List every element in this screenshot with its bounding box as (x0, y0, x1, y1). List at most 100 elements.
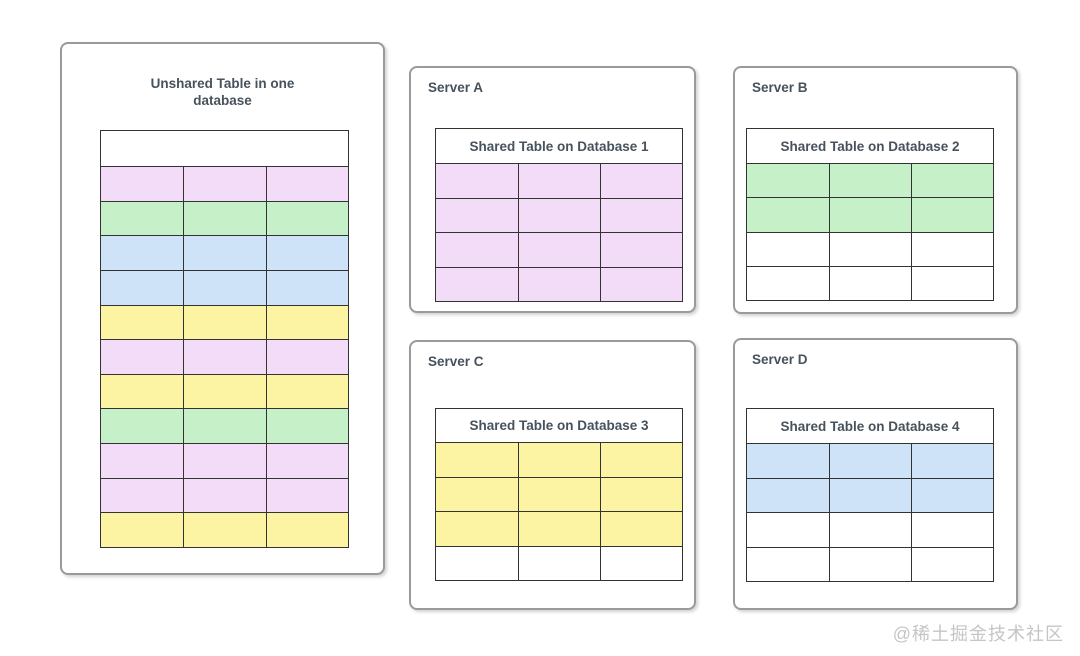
table-cell (265, 305, 348, 340)
server-a-panel: Server A Shared Table on Database 1 (409, 66, 696, 313)
server-d-table-body (747, 444, 993, 581)
table-cell (747, 478, 829, 512)
table-cell (183, 305, 266, 340)
table-cell (436, 443, 518, 477)
table-row (436, 266, 682, 301)
table-cell (265, 236, 348, 270)
table-cell (600, 477, 682, 511)
table-cell (101, 409, 184, 444)
table-cell (911, 444, 993, 478)
server-d-panel: Server D Shared Table on Database 4 (733, 338, 1018, 610)
table-row (101, 269, 348, 305)
unsharded-table-header (101, 131, 348, 167)
table-cell (436, 164, 518, 198)
table-cell (747, 198, 829, 232)
table-cell (101, 340, 184, 374)
table-cell (829, 266, 911, 300)
table-cell (829, 513, 911, 547)
table-row (747, 512, 993, 547)
table-cell (265, 444, 348, 478)
table-row (101, 443, 348, 478)
server-d-title: Server D (752, 352, 808, 367)
table-cell (265, 270, 348, 305)
table-row (747, 164, 993, 198)
table-cell (600, 443, 682, 477)
table-cell (829, 232, 911, 266)
table-cell (265, 513, 348, 548)
table-row (436, 443, 682, 477)
server-b-table: Shared Table on Database 2 (746, 128, 994, 301)
table-cell (101, 305, 184, 340)
table-cell (829, 198, 911, 232)
table-cell (101, 270, 184, 305)
table-row (101, 167, 348, 201)
server-c-table: Shared Table on Database 3 (435, 408, 683, 581)
table-cell (183, 340, 266, 374)
table-cell (436, 233, 518, 267)
table-cell (747, 513, 829, 547)
table-cell (436, 267, 518, 301)
table-cell (183, 270, 266, 305)
table-cell (518, 477, 600, 511)
server-d-table-header: Shared Table on Database 4 (747, 409, 993, 444)
table-cell (747, 444, 829, 478)
unsharded-database-panel: Unshared Table in one database (60, 42, 385, 575)
table-row (747, 444, 993, 478)
table-row (436, 511, 682, 546)
table-row (747, 477, 993, 512)
unsharded-table-body (101, 167, 348, 548)
table-cell (518, 512, 600, 546)
server-a-table-body (436, 164, 682, 301)
table-row (101, 235, 348, 270)
unsharded-panel-title: Unshared Table in one database (150, 76, 295, 108)
table-cell (829, 547, 911, 581)
table-row (101, 408, 348, 444)
server-c-table-header: Shared Table on Database 3 (436, 409, 682, 443)
table-row (101, 373, 348, 409)
table-cell (518, 198, 600, 232)
table-cell (911, 478, 993, 512)
table-cell (829, 478, 911, 512)
table-row (747, 197, 993, 232)
table-cell (600, 164, 682, 198)
table-cell (101, 444, 184, 478)
table-cell (600, 267, 682, 301)
table-cell (183, 236, 266, 270)
table-cell (265, 340, 348, 374)
table-cell (265, 201, 348, 236)
server-b-table-header: Shared Table on Database 2 (747, 129, 993, 164)
table-row (101, 512, 348, 548)
table-row (436, 164, 682, 198)
server-b-panel: Server B Shared Table on Database 2 (733, 66, 1018, 314)
table-cell (747, 232, 829, 266)
table-cell (911, 547, 993, 581)
server-b-table-body (747, 164, 993, 300)
table-cell (747, 266, 829, 300)
table-cell (518, 164, 600, 198)
table-cell (265, 409, 348, 444)
table-cell (600, 512, 682, 546)
table-cell (829, 164, 911, 198)
table-cell (911, 266, 993, 300)
table-cell (600, 198, 682, 232)
server-d-table: Shared Table on Database 4 (746, 408, 994, 582)
unsharded-table (100, 130, 349, 548)
table-cell (911, 232, 993, 266)
server-b-title: Server B (752, 80, 808, 95)
table-cell (265, 478, 348, 513)
table-cell (829, 444, 911, 478)
table-cell (183, 201, 266, 236)
server-a-table-header: Shared Table on Database 1 (436, 129, 682, 164)
table-row (101, 477, 348, 513)
juejin-watermark: @稀土掘金技术社区 (892, 624, 1064, 644)
table-cell (436, 477, 518, 511)
table-cell (101, 374, 184, 409)
table-cell (265, 167, 348, 201)
table-cell (911, 198, 993, 232)
server-c-title: Server C (428, 354, 484, 369)
table-cell (747, 164, 829, 198)
table-cell (183, 167, 266, 201)
table-cell (183, 513, 266, 548)
table-cell (747, 547, 829, 581)
